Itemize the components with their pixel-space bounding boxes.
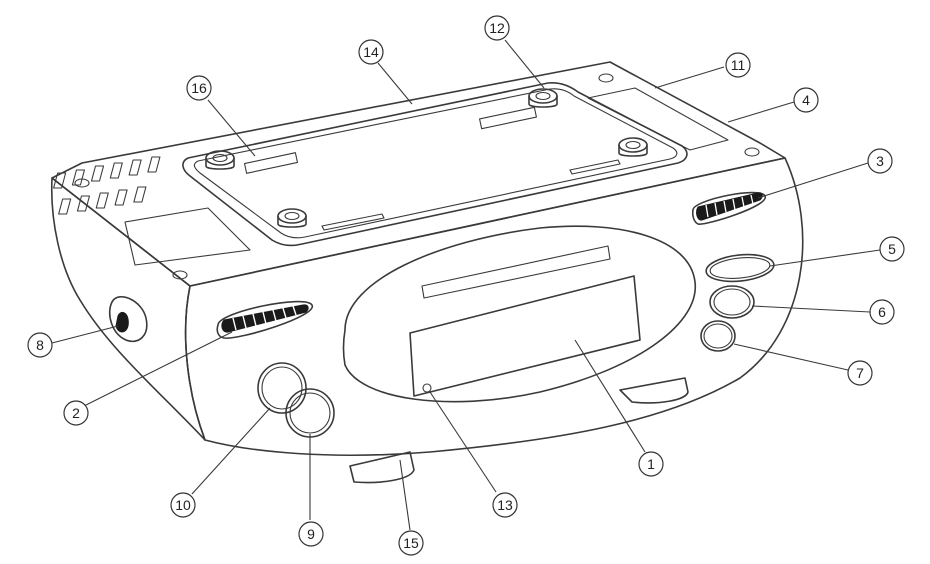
leader-2 xyxy=(83,331,233,407)
leader-13 xyxy=(429,391,497,493)
screw-top-front xyxy=(172,270,188,280)
callout-15-label: 15 xyxy=(403,535,419,551)
callout-5-label: 5 xyxy=(888,241,896,257)
callout-6-label: 6 xyxy=(878,304,886,320)
callout-1-label: 1 xyxy=(647,456,655,472)
leader-14 xyxy=(377,62,413,105)
top-details xyxy=(53,73,760,280)
callout-3: 3 xyxy=(867,148,893,174)
plate-slot-rear xyxy=(479,106,537,130)
button-5[interactable] xyxy=(705,252,775,285)
screw-top-left xyxy=(74,178,90,188)
button-10[interactable] xyxy=(257,362,307,414)
foot-right xyxy=(619,377,689,404)
callout-2-label: 2 xyxy=(72,405,80,421)
side-connector xyxy=(108,296,148,343)
plate-post-right xyxy=(618,137,648,157)
callout-8: 8 xyxy=(27,332,53,358)
screw-top-rear xyxy=(598,73,614,83)
plate-post-rear xyxy=(528,88,558,108)
callout-5: 5 xyxy=(879,236,905,262)
callout-4-label: 4 xyxy=(802,92,810,108)
leader-8 xyxy=(51,325,119,344)
plate-slot-right xyxy=(569,159,621,175)
callout-12: 12 xyxy=(484,15,510,41)
indicator-light xyxy=(422,383,432,393)
plate-slot-left xyxy=(243,152,299,174)
device-body xyxy=(50,61,804,456)
front-details xyxy=(216,191,775,484)
leader-5 xyxy=(769,249,881,267)
plate-post-front xyxy=(277,208,307,228)
callout-2: 2 xyxy=(63,400,89,426)
leader-15 xyxy=(399,459,411,531)
weighing-plate-outer xyxy=(182,82,688,247)
callout-11: 11 xyxy=(725,52,751,78)
callout-11-label: 11 xyxy=(731,57,746,73)
callout-7-label: 7 xyxy=(856,365,864,381)
callout-3-label: 3 xyxy=(876,153,884,169)
callout-10-label: 10 xyxy=(175,497,191,513)
callout-16: 16 xyxy=(186,75,212,101)
button-6[interactable] xyxy=(709,285,755,319)
weighing-plate-inner xyxy=(193,88,678,239)
callout-9-label: 9 xyxy=(307,526,315,542)
leader-6 xyxy=(751,305,871,313)
right-thumbwheel xyxy=(691,191,766,225)
leader-7 xyxy=(733,343,849,371)
callout-15: 15 xyxy=(398,530,424,556)
callout-14-label: 14 xyxy=(363,44,379,60)
foot-bottom xyxy=(349,451,415,484)
leader-3 xyxy=(757,162,869,199)
leader-16 xyxy=(207,99,256,157)
callout-9: 9 xyxy=(298,521,324,547)
callout-16-label: 16 xyxy=(191,80,207,96)
callout-13: 13 xyxy=(492,492,518,518)
plate-post-left xyxy=(205,150,235,170)
callout-4: 4 xyxy=(793,87,819,113)
button-9[interactable] xyxy=(285,388,335,438)
callout-14: 14 xyxy=(358,39,384,65)
callout-8-label: 8 xyxy=(36,337,44,353)
callouts: 1 2 3 4 5 6 7 8 9 10 11 12 13 14 15 16 xyxy=(27,15,905,556)
vent-slots xyxy=(53,156,161,215)
leader-12 xyxy=(504,39,545,89)
callout-1: 1 xyxy=(638,451,664,477)
display-bezel xyxy=(342,225,696,403)
screw-top-right xyxy=(744,147,760,157)
leader-10 xyxy=(191,407,271,495)
left-thumbwheel xyxy=(216,300,313,339)
display-strip xyxy=(421,245,611,299)
callout-7: 7 xyxy=(847,360,873,386)
top-surface xyxy=(51,61,786,287)
leader-11 xyxy=(654,66,725,89)
callout-10: 10 xyxy=(170,492,196,518)
label-plate xyxy=(124,207,251,266)
plate-slot-front xyxy=(321,213,385,231)
display-screen xyxy=(409,275,641,397)
leader-1 xyxy=(574,339,646,453)
callout-13-label: 13 xyxy=(497,497,513,513)
callout-12-label: 12 xyxy=(489,20,505,36)
callout-6: 6 xyxy=(869,299,895,325)
leader-lines xyxy=(51,39,881,531)
leader-4 xyxy=(727,101,795,123)
button-7[interactable] xyxy=(700,320,736,352)
